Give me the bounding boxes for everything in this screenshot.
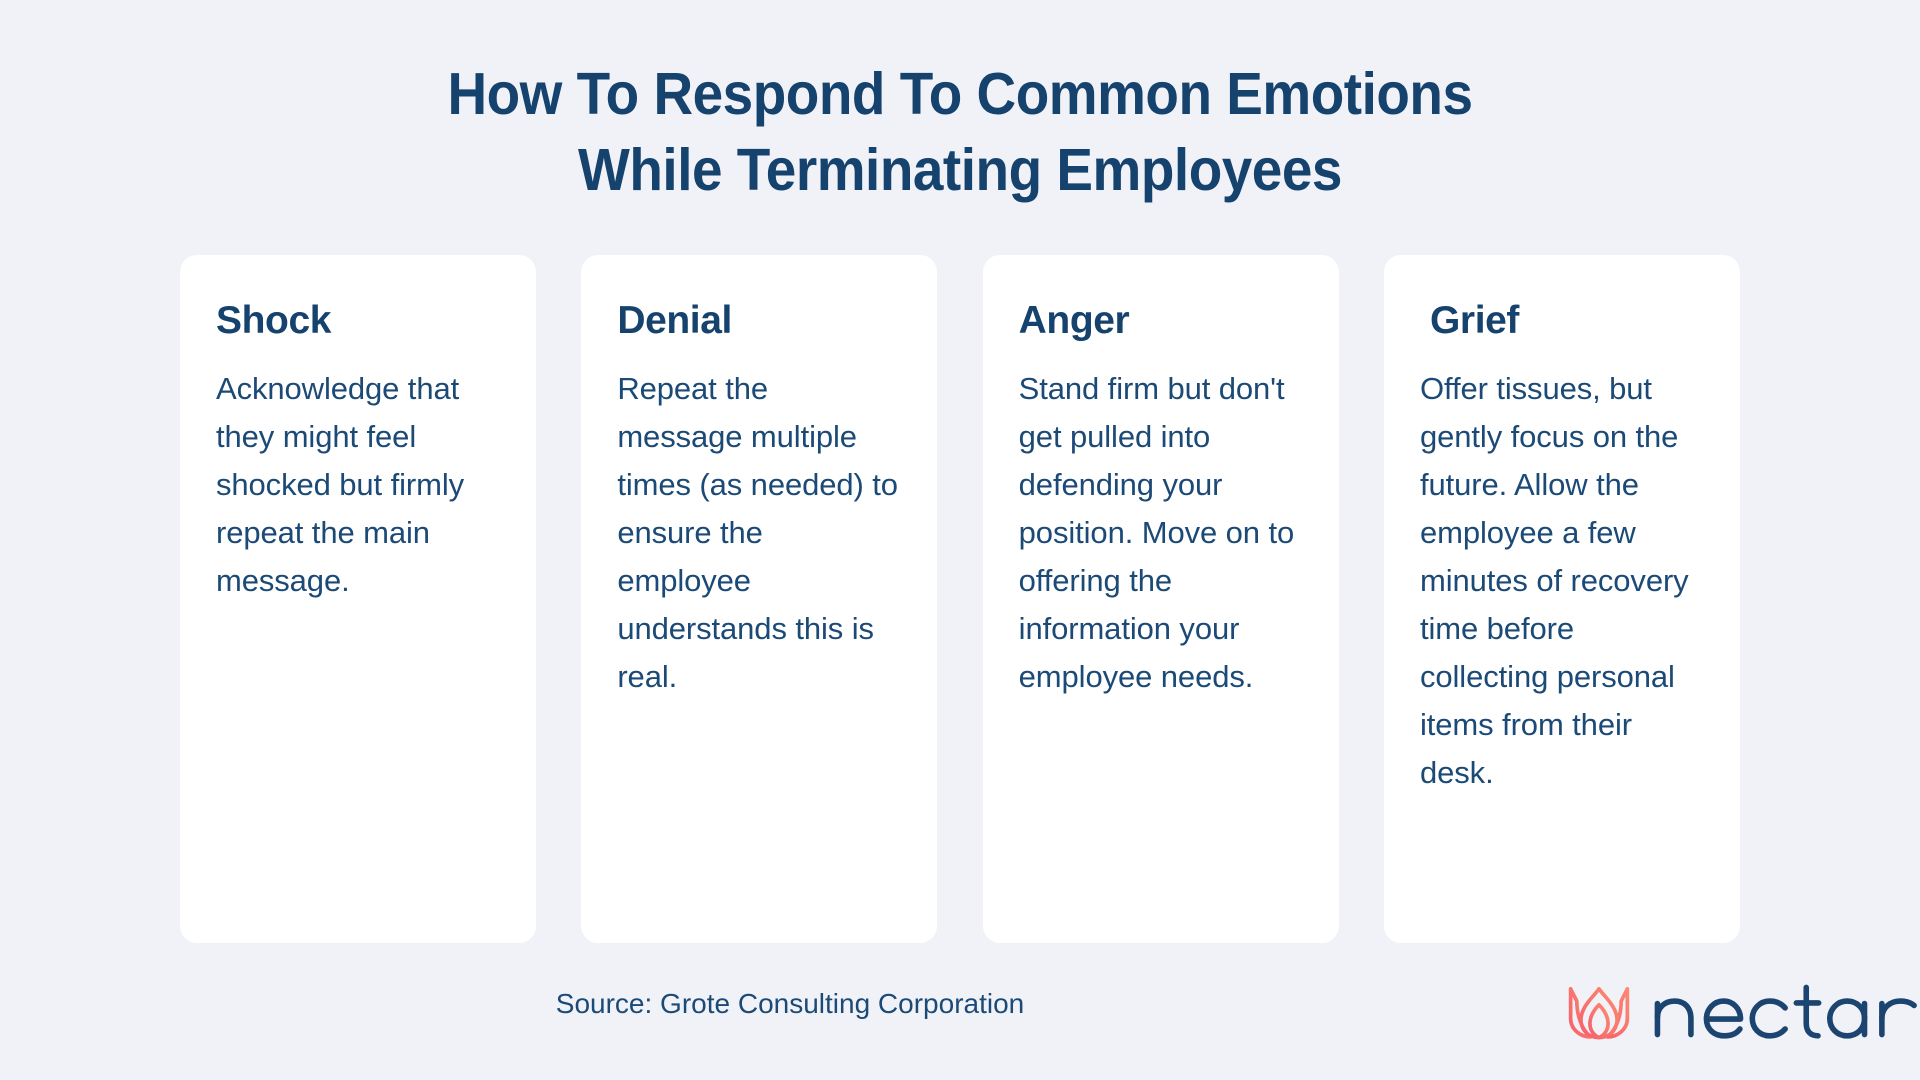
card-body-grief: Offer tissues, but gently focus on the f… (1419, 371, 1689, 790)
nectar-wordmark (1654, 984, 1917, 1039)
page-title-line-1: How To Respond To Common Emotions (447, 61, 1473, 127)
source-attribution: Source: Grote Consulting Corporation (555, 988, 1025, 1019)
card-body-denial: Repeat the message multiple times (as ne… (617, 371, 898, 694)
card-body-shock: Acknowledge that they might feel shocked… (216, 371, 465, 598)
page-title-line-2: While Terminating Employees (578, 137, 1342, 203)
card-heading-grief: Grief (1429, 299, 1520, 342)
card-body-anger: Stand firm but don't get pulled into def… (1018, 371, 1295, 694)
card-heading-shock: Shock (216, 299, 332, 342)
emotion-card-shock: Shock Acknowledge that they might feel s… (180, 255, 536, 943)
lotus-icon (1568, 986, 1630, 1040)
emotion-card-grief: Grief Offer tissues, but gently focus on… (1383, 255, 1740, 943)
emotion-cards-row: Shock Acknowledge that they might feel s… (180, 255, 1740, 943)
nectar-logo (1562, 972, 1917, 1050)
emotion-card-denial: Denial Repeat the message multiple times… (581, 255, 938, 943)
emotion-card-anger: Anger Stand firm but don't get pulled in… (982, 255, 1339, 943)
card-heading-denial: Denial (617, 299, 732, 342)
card-heading-anger: Anger (1018, 299, 1130, 342)
page-title: How To Respond To Common Emotions While … (0, 56, 1920, 208)
